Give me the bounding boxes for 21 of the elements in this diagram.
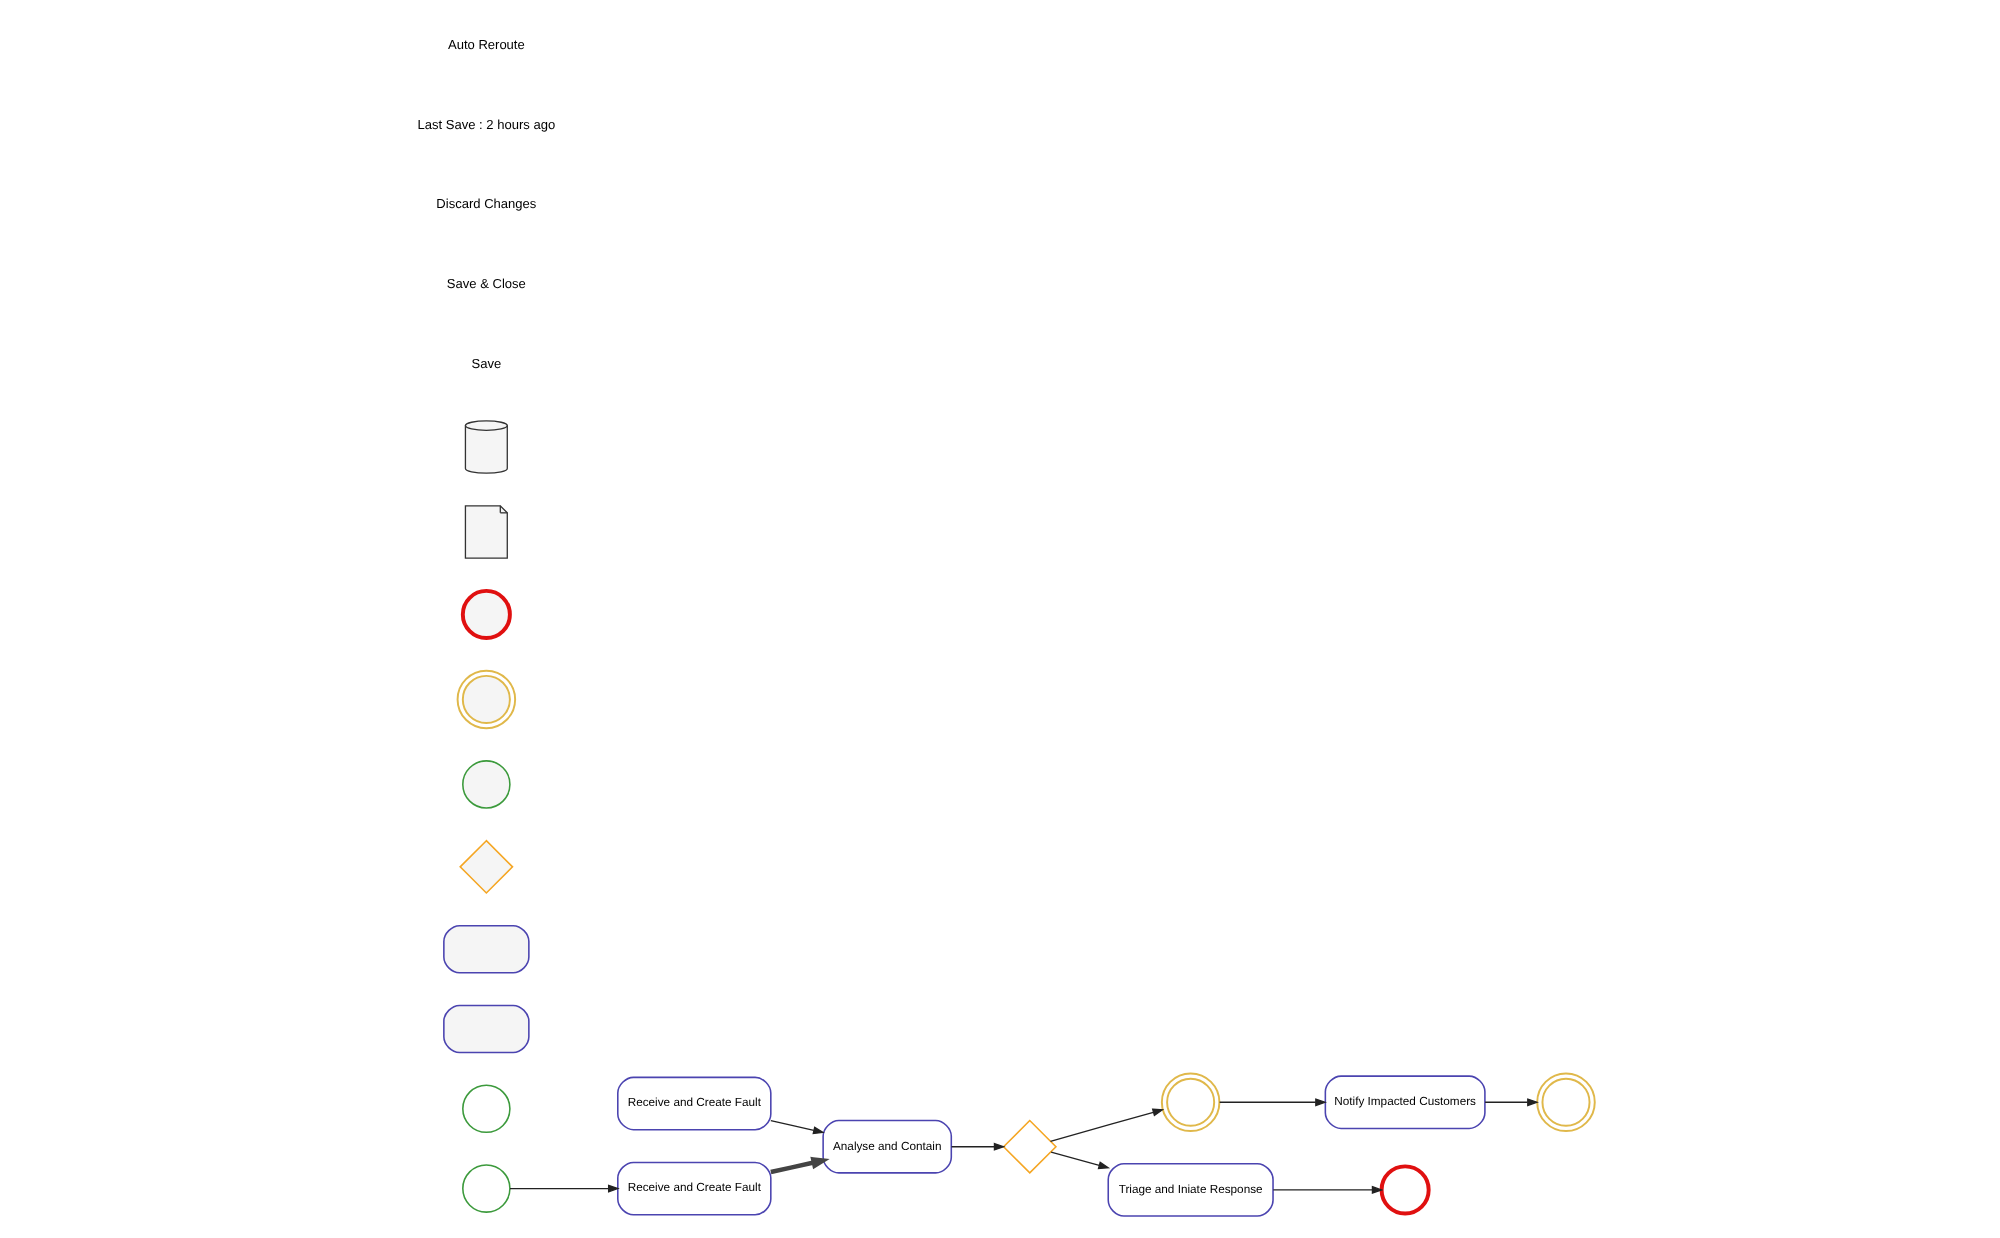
node-circle: [459, 588, 511, 640]
arrow: [1048, 1108, 1164, 1142]
node-circle: [461, 1084, 510, 1134]
node-circle: [461, 1164, 510, 1213]
arrow: [508, 1184, 619, 1193]
node-circle: [1535, 1072, 1595, 1132]
node-circle: [1159, 1072, 1220, 1132]
node-box: [442, 924, 529, 974]
arrow: [1483, 1098, 1538, 1107]
arrow: [949, 1142, 1005, 1151]
arrow: [1049, 1151, 1110, 1170]
arrow: [1218, 1098, 1326, 1107]
node-box: [442, 1004, 529, 1054]
arrow: [1271, 1185, 1383, 1194]
node-circle: [1378, 1164, 1430, 1216]
arrow: [769, 1156, 829, 1175]
node-circle: [461, 760, 510, 809]
node-diamond: [1001, 1119, 1057, 1174]
node-circle: [455, 669, 516, 730]
arrow: [769, 1119, 824, 1135]
node-diamond: [458, 839, 513, 895]
